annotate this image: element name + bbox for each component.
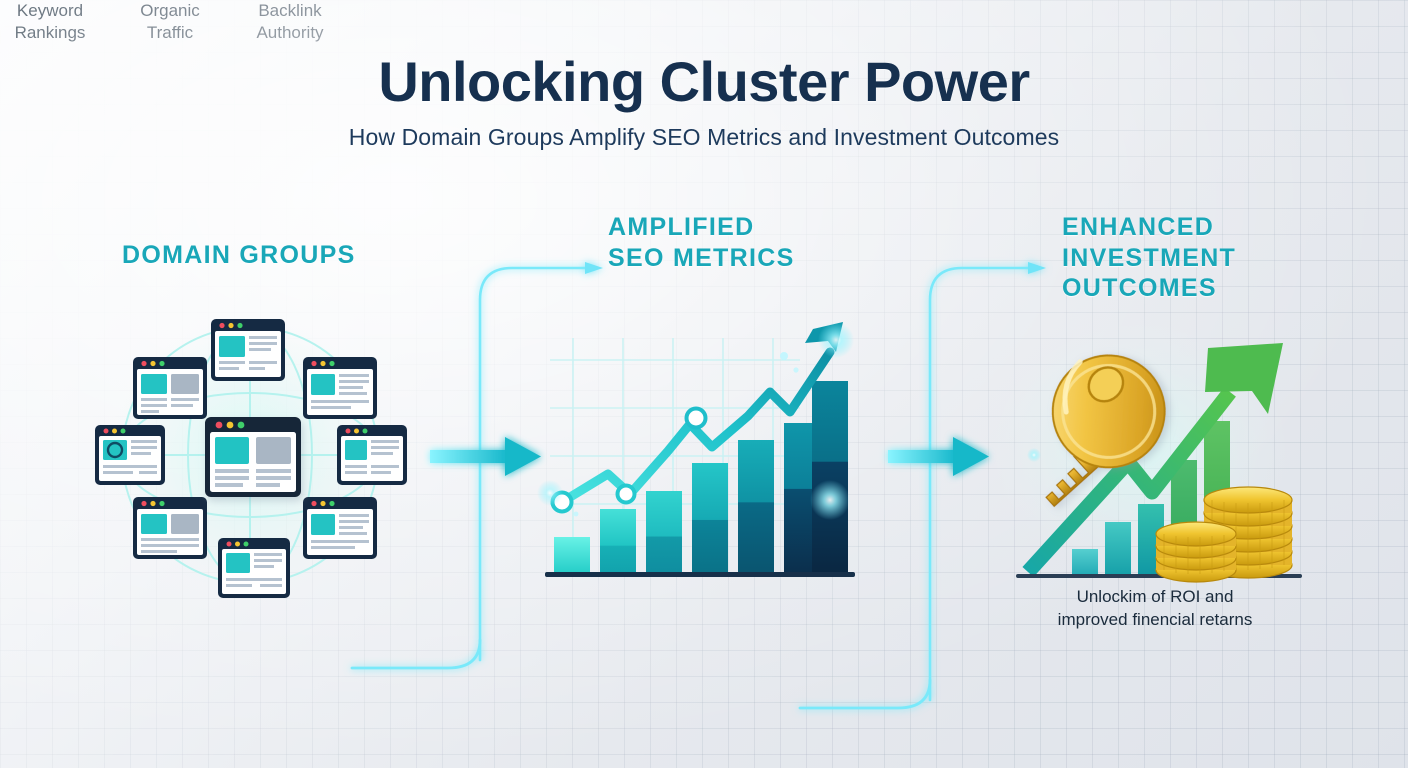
chart-axis: [545, 572, 855, 577]
section-heading-seo-metrics: AMPLIFIED SEO METRICS: [608, 212, 795, 273]
roi-caption-line2: improved finencial retarns: [1057, 609, 1253, 629]
investment-bar-4: [1171, 460, 1197, 577]
domain-window[interactable]: [133, 497, 207, 559]
heading-line: OUTCOMES: [1062, 274, 1217, 302]
chart-gridlines: [550, 338, 800, 565]
domain-window[interactable]: [133, 357, 207, 419]
bar-7: [812, 381, 848, 572]
arrow-domain-to-seo: [430, 437, 541, 476]
investment-arrowhead: [1205, 343, 1283, 414]
trend-marker: [550, 406, 708, 514]
investment-bar-5: [1204, 421, 1230, 577]
bar-3: [646, 491, 682, 572]
flow-connectors: [350, 262, 1046, 710]
coin-stack-right: [1203, 486, 1293, 579]
gold-coin-stacks: [1155, 486, 1293, 583]
page-title: Unlocking Cluster Power: [378, 50, 1030, 113]
domain-window[interactable]: [303, 497, 377, 559]
domain-window[interactable]: [218, 538, 290, 598]
investment-bar-3: [1138, 504, 1164, 577]
heading-line: ENHANCED: [1062, 213, 1215, 241]
investment-bar-1: [1072, 549, 1098, 577]
section-heading-domain-groups: DOMAIN GROUPS: [122, 240, 356, 271]
heading-line: AMPLIFIED: [608, 213, 755, 241]
connector-domain-up: [478, 266, 587, 662]
connector-arrowhead-investment: [1028, 262, 1046, 274]
domain-window[interactable]: [303, 357, 377, 419]
heading-line: SEO METRICS: [608, 243, 795, 272]
cluster-glow: [112, 317, 388, 593]
chart-bars: [554, 381, 848, 572]
investment-bar-2: [1105, 522, 1131, 577]
investment-outcomes-illustration: [990, 320, 1302, 583]
section-heading-investment-outcomes: ENHANCED INVESTMENT OUTCOMES: [1062, 212, 1236, 304]
header: Unlocking Cluster Power How Domain Group…: [0, 0, 1408, 151]
investment-glow: [990, 320, 1290, 580]
arrow-seo-to-investment: [888, 437, 989, 476]
chart-trend-line: [550, 322, 843, 514]
seo-metrics-chart: [537, 322, 855, 577]
roi-caption: Unlockim of ROI and improved finencial r…: [1010, 586, 1300, 632]
heading-line: INVESTMENT: [1062, 243, 1237, 272]
chart-sparkles: [537, 322, 854, 520]
coin-stack-left: [1155, 521, 1237, 583]
bar-5: [738, 440, 774, 572]
connector-bottom-right: [798, 678, 932, 710]
investment-growth-arrow: [1022, 343, 1283, 578]
investment-bars: [1072, 421, 1230, 577]
domain-groups-cluster: [95, 317, 407, 598]
roi-caption-line1: Unlockim of ROI and: [1076, 587, 1234, 606]
investment-axis: [1016, 574, 1302, 578]
bar-4: [692, 463, 728, 572]
gold-key-icon: [1045, 354, 1166, 508]
heading-line: DOMAIN GROUPS: [122, 241, 356, 269]
investment-sparkle: [1027, 448, 1041, 462]
central-domain-window[interactable]: [205, 417, 301, 497]
domain-window[interactable]: [337, 425, 407, 485]
bar-1: [554, 537, 590, 572]
cluster-globe-lines: [121, 326, 379, 584]
trend-arrowhead: [805, 322, 843, 352]
connector-seo-up: [928, 266, 1030, 702]
page-subtitle: How Domain Groups Amplify SEO Metrics an…: [348, 124, 1060, 151]
domain-window[interactable]: [211, 319, 285, 381]
bar-6: [784, 423, 820, 572]
connector-arrowhead-seo: [585, 262, 603, 274]
connector-bottom-left: [350, 638, 482, 670]
domain-window[interactable]: [95, 425, 165, 485]
bar-2: [600, 509, 636, 572]
